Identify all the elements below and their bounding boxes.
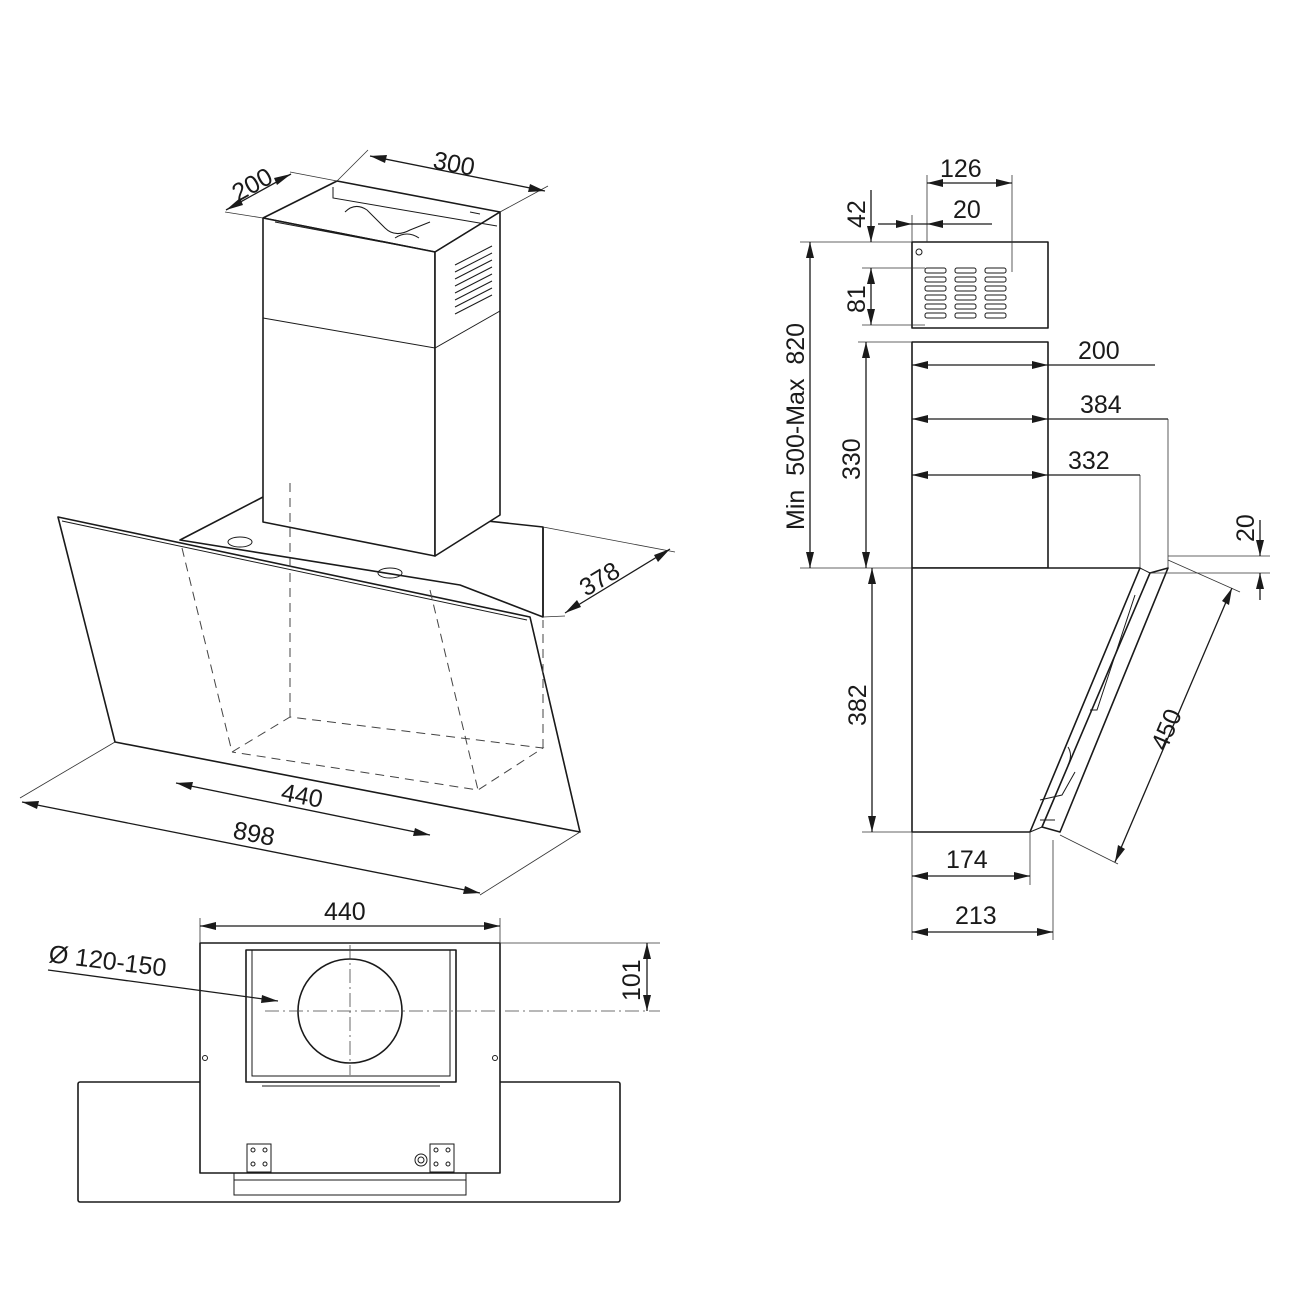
iso-chimney xyxy=(262,180,501,557)
dim-side-382-label: 382 xyxy=(844,684,872,726)
side-view: 126 20 42 81 xyxy=(782,155,1270,940)
dim-iso-440-label: 440 xyxy=(279,778,325,813)
dim-side-height: Min 500-Max 820 xyxy=(782,241,912,569)
dim-side-81: 81 xyxy=(843,285,925,326)
dim-side-174-label: 174 xyxy=(946,846,988,874)
dim-side-20-top-label: 20 xyxy=(953,196,981,224)
side-vent-slots xyxy=(915,248,1007,319)
dim-side-200: 200 xyxy=(912,337,1155,369)
dim-iso-898-label: 898 xyxy=(231,816,277,851)
dim-side-20-top: 20 xyxy=(878,196,992,242)
dim-side-213: 213 xyxy=(912,840,1054,940)
dim-iso-200-label: 200 xyxy=(227,163,277,208)
dim-iso-898: 898 xyxy=(19,741,581,896)
dim-side-height-label: Min 500-Max 820 xyxy=(782,323,810,530)
dim-side-200-label: 200 xyxy=(1078,337,1120,365)
dim-side-42: 42 xyxy=(843,190,925,325)
dim-iso-440: 440 xyxy=(175,778,431,836)
dim-side-330-label: 330 xyxy=(838,438,866,480)
dim-bottom-101: 101 xyxy=(440,942,660,1011)
side-lower-chimney xyxy=(911,341,1049,569)
dim-side-332: 332 xyxy=(912,447,1141,568)
dim-side-450-label: 450 xyxy=(1146,705,1188,754)
dim-iso-300-label: 300 xyxy=(431,146,477,181)
bottom-hinge-brackets xyxy=(246,1143,455,1173)
dim-side-126-label: 126 xyxy=(940,155,982,183)
dim-bottom-101-label: 101 xyxy=(618,959,646,1001)
dim-side-42-label: 42 xyxy=(843,200,871,228)
dim-bottom-440: 440 xyxy=(199,898,501,943)
dim-side-20-glass: 20 xyxy=(1150,514,1270,600)
iso-chimney-vents xyxy=(454,245,493,315)
isometric-view: 200 300 378 440 xyxy=(19,146,676,896)
dim-side-330: 330 xyxy=(838,341,912,568)
dim-side-213-label: 213 xyxy=(955,902,997,930)
bottom-view: 440 Ø 120-150 101 xyxy=(47,898,660,1203)
dim-bottom-440-label: 440 xyxy=(324,898,366,926)
dim-side-174: 174 xyxy=(911,832,1031,940)
dim-side-332-label: 332 xyxy=(1068,447,1110,475)
dim-side-384-label: 384 xyxy=(1080,391,1122,419)
dim-bottom-diameter-label: Ø 120-150 xyxy=(47,940,168,982)
dim-iso-378: 378 xyxy=(542,526,676,618)
dim-side-384: 384 xyxy=(912,391,1169,568)
dim-side-81-label: 81 xyxy=(843,285,871,313)
bottom-duct-circle xyxy=(265,945,660,1075)
dim-side-20-glass-label: 20 xyxy=(1232,514,1260,542)
dim-side-382: 382 xyxy=(844,568,912,833)
dim-side-126: 126 xyxy=(926,155,1013,272)
bottom-inner-frame xyxy=(202,949,498,1087)
side-glass-panel xyxy=(1029,567,1169,833)
dim-iso-378-label: 378 xyxy=(575,557,625,602)
side-upper-chimney xyxy=(911,241,1049,329)
